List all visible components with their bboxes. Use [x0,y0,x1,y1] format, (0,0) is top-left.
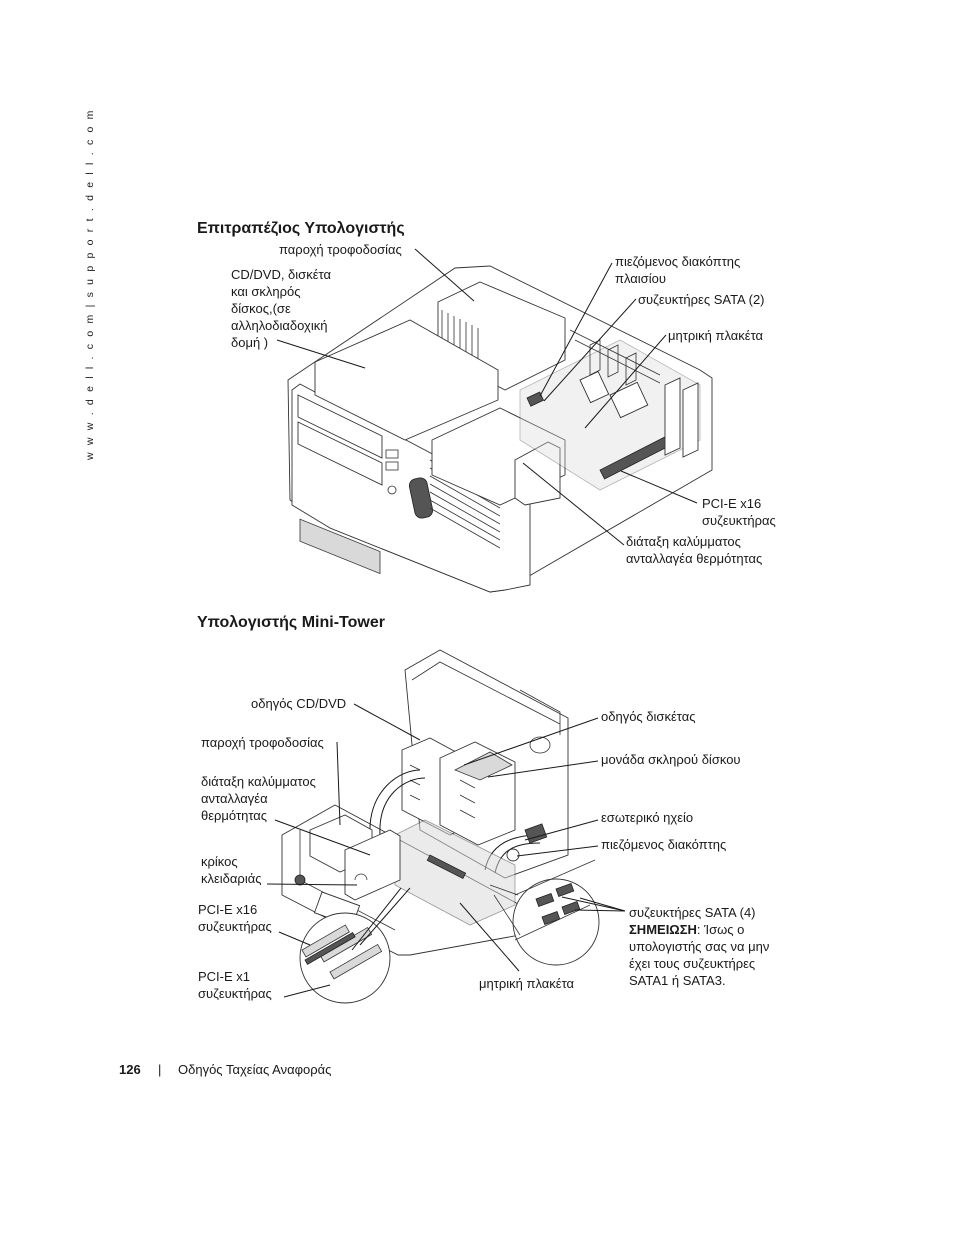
desktop-heatsink-label: διάταξη καλύμματος ανταλλαγέα θερμότητας [626,534,763,566]
minitower-power-supply-label: παροχή τροφοδοσίας [201,735,324,750]
desktop-intrusion-switch-label: πιεζόμενος διακόπτης πλαισίου [615,254,741,286]
desktop-power-supply-label: παροχή τροφοδοσίας [279,242,402,257]
desktop-sata-label: συζευκτήρες SATA (2) [638,292,765,307]
minitower-cd-dvd-label: οδηγός CD/DVD [251,696,347,711]
minitower-padlock-label: κρίκος κλειδαριάς [201,854,262,886]
desktop-pcie-x16-label: PCI-E x16 συζευκτήρας [702,496,776,528]
desktop-heading: Επιτραπέζιος Υπολογιστής [197,220,405,237]
desktop-motherboard-label: μητρική πλακέτα [668,328,764,343]
page-number: 126 [119,1062,141,1077]
desktop-drives-label: CD/DVD, δισκέτα και σκληρός δίσκος,(σε α… [231,267,331,350]
footer-guide-title: Οδηγός Ταχείας Αναφοράς [178,1062,332,1077]
minitower-speaker-label: εσωτερικό ηχείο [601,810,694,825]
minitower-sata-label: συζευκτήρες SATA (4) ΣΗΜΕΙΩΣΗ: Ίσως ο υπ… [629,905,770,988]
minitower-intrusion-switch-label: πιεζόμενος διακόπτης [601,837,727,852]
minitower-hdd-label: μονάδα σκληρού δίσκου [601,752,741,767]
minitower-floppy-label: οδηγός δισκέτας [601,709,696,724]
minitower-pcie-x1-label: PCI-E x1 συζευκτήρας [198,969,272,1001]
minitower-pcie-x16-label: PCI-E x16 συζευκτήρας [198,902,272,934]
minitower-heatsink-label: διάταξη καλύμματος ανταλλαγέα θερμότητας [201,774,316,823]
minitower-motherboard-label: μητρική πλακέτα [479,976,575,991]
note-label: ΣΗΜΕΙΩΣΗ [629,922,697,937]
footer-separator: | [158,1062,162,1077]
minitower-heading: Υπολογιστής Mini-Tower [197,614,385,631]
